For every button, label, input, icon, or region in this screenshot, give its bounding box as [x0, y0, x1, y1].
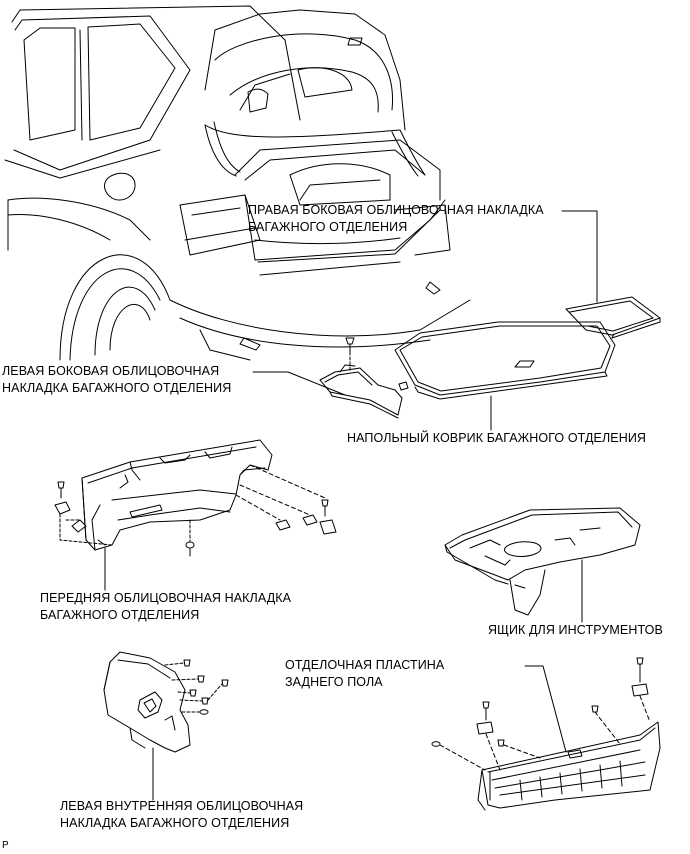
floor-mat-label: НАПОЛЬНЫЙ КОВРИК БАГАЖНОГО ОТДЕЛЕНИЯ — [347, 430, 646, 447]
rear-floor-plate-label: ОТДЕЛОЧНАЯ ПЛАСТИНА ЗАДНЕГО ПОЛА — [285, 657, 444, 691]
rear-floor-plate-part — [431, 657, 661, 811]
tool-box-label-line1: ЯЩИК ДЛЯ ИНСТРУМЕНТОВ — [488, 623, 663, 637]
left-side-trim-label-line2: НАКЛАДКА БАГАЖНОГО ОТДЕЛЕНИЯ — [2, 381, 232, 395]
tool-box-part — [444, 507, 641, 616]
rear-floor-plate-label-line1: ОТДЕЛОЧНАЯ ПЛАСТИНА — [285, 658, 445, 672]
car-illustration — [4, 5, 471, 361]
rear-floor-plate-label-line2: ЗАДНЕГО ПОЛА — [285, 675, 383, 689]
front-trim-part — [54, 439, 337, 557]
front-trim-label: ПЕРЕДНЯЯ ОБЛИЦОВОЧНАЯ НАКЛАДКА БАГАЖНОГО… — [40, 590, 291, 624]
left-side-trim-label: ЛЕВАЯ БОКОВАЯ ОБЛИЦОВОЧНАЯ НАКЛАДКА БАГА… — [2, 363, 231, 397]
leader-left-trim — [252, 371, 346, 396]
leader-right-trim — [561, 210, 598, 303]
floor-mat-part — [394, 321, 616, 400]
figure-code: P — [2, 840, 9, 851]
left-inner-trim-label: ЛЕВАЯ ВНУТРЕННЯЯ ОБЛИЦОВОЧНАЯ НАКЛАДКА Б… — [60, 798, 303, 832]
right-side-trim-label-line2: БАГАЖНОГО ОТДЕЛЕНИЯ — [248, 220, 408, 234]
front-trim-label-line1: ПЕРЕДНЯЯ ОБЛИЦОВОЧНАЯ НАКЛАДКА — [40, 591, 292, 605]
left-inner-trim-label-line2: НАКЛАДКА БАГАЖНОГО ОТДЕЛЕНИЯ — [60, 816, 290, 830]
floor-mat-label-line1: НАПОЛЬНЫЙ КОВРИК БАГАЖНОГО ОТДЕЛЕНИЯ — [347, 431, 647, 445]
front-trim-label-line2: БАГАЖНОГО ОТДЕЛЕНИЯ — [40, 608, 200, 622]
tool-box-label: ЯЩИК ДЛЯ ИНСТРУМЕНТОВ — [488, 622, 663, 639]
left-inner-trim-part — [103, 651, 229, 753]
leader-rear-floor-plate — [524, 665, 567, 753]
left-side-trim-part — [319, 337, 409, 419]
left-inner-trim-label-line1: ЛЕВАЯ ВНУТРЕННЯЯ ОБЛИЦОВОЧНАЯ — [60, 799, 304, 813]
left-side-trim-label-line1: ЛЕВАЯ БОКОВАЯ ОБЛИЦОВОЧНАЯ — [2, 364, 220, 378]
right-side-trim-label: ПРАВАЯ БОКОВАЯ ОБЛИЦОВОЧНАЯ НАКЛАДКА БАГ… — [248, 202, 544, 236]
right-side-trim-part — [565, 296, 661, 339]
right-side-trim-label-line1: ПРАВАЯ БОКОВАЯ ОБЛИЦОВОЧНАЯ НАКЛАДКА — [248, 203, 544, 217]
